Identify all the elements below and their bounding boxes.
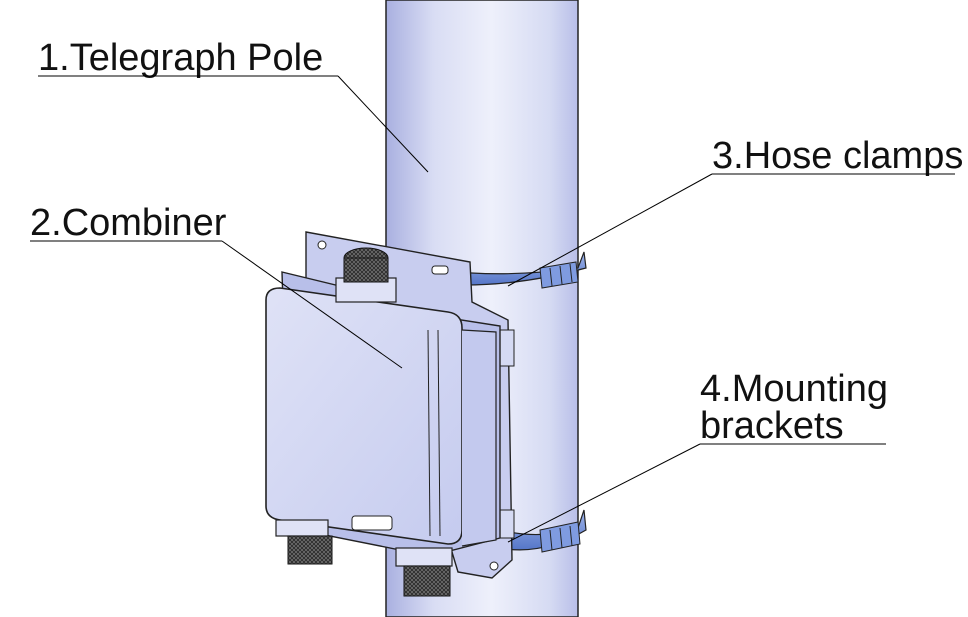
bottom-right-connector bbox=[395, 547, 453, 597]
label-combiner-text: 2.Combiner bbox=[30, 202, 227, 244]
label-hose-clamps: 3.Hose clamps bbox=[507, 135, 963, 287]
leader-line-combiner bbox=[221, 240, 403, 369]
label-telegraph-pole-text: 1.Telegraph Pole bbox=[38, 37, 323, 79]
label-combiner: 2.Combiner bbox=[30, 202, 403, 369]
label-telegraph-pole: 1.Telegraph Pole bbox=[38, 37, 429, 173]
label-mounting-brackets-line2: brackets bbox=[700, 405, 844, 447]
leader-line-clamps bbox=[507, 173, 713, 287]
leader-line-pole bbox=[337, 75, 429, 173]
combiner-unit bbox=[265, 271, 501, 557]
label-hose-clamps-text: 3.Hose clamps bbox=[712, 135, 963, 177]
lower-hose-clamp bbox=[499, 509, 587, 553]
bottom-left-connector bbox=[275, 519, 333, 565]
label-mounting-brackets: 4.Mounting brackets bbox=[507, 368, 888, 543]
top-connector bbox=[335, 247, 397, 303]
label-mounting-brackets-line1: 4.Mounting bbox=[700, 368, 888, 410]
leader-line-brackets bbox=[507, 443, 701, 543]
